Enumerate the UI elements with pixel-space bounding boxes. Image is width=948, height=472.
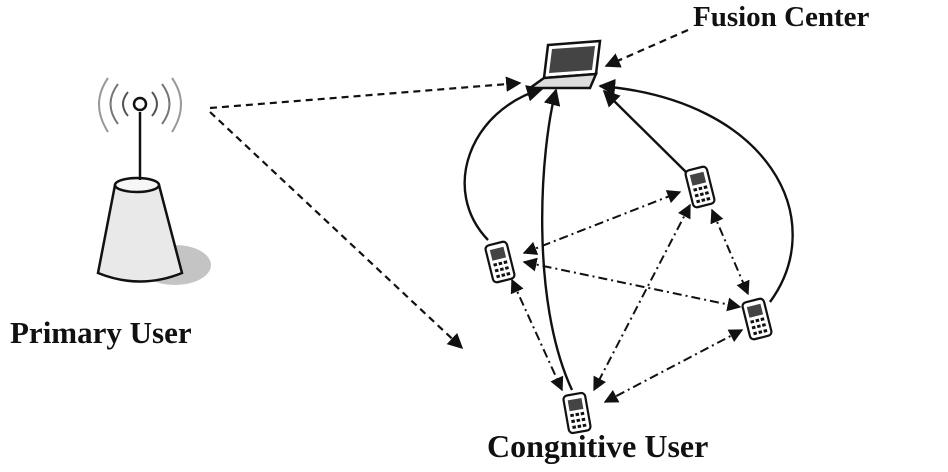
report-arrows bbox=[463, 78, 794, 391]
mobile-phone-icon bbox=[740, 296, 774, 342]
fusion-center-label: Fusion Center bbox=[693, 1, 870, 33]
primary-user-label: Primary User bbox=[10, 315, 192, 350]
primary-broadcast-arrows bbox=[209, 76, 522, 350]
sharing-arrows bbox=[510, 190, 750, 403]
fusion-label-pointer bbox=[604, 28, 689, 68]
laptop-icon bbox=[526, 39, 602, 90]
mobile-phone-icon bbox=[683, 164, 717, 210]
cell-tower-icon bbox=[96, 77, 211, 285]
mobile-phone-icon bbox=[483, 239, 517, 285]
cognitive-user-label: Congnitive User bbox=[487, 428, 709, 464]
